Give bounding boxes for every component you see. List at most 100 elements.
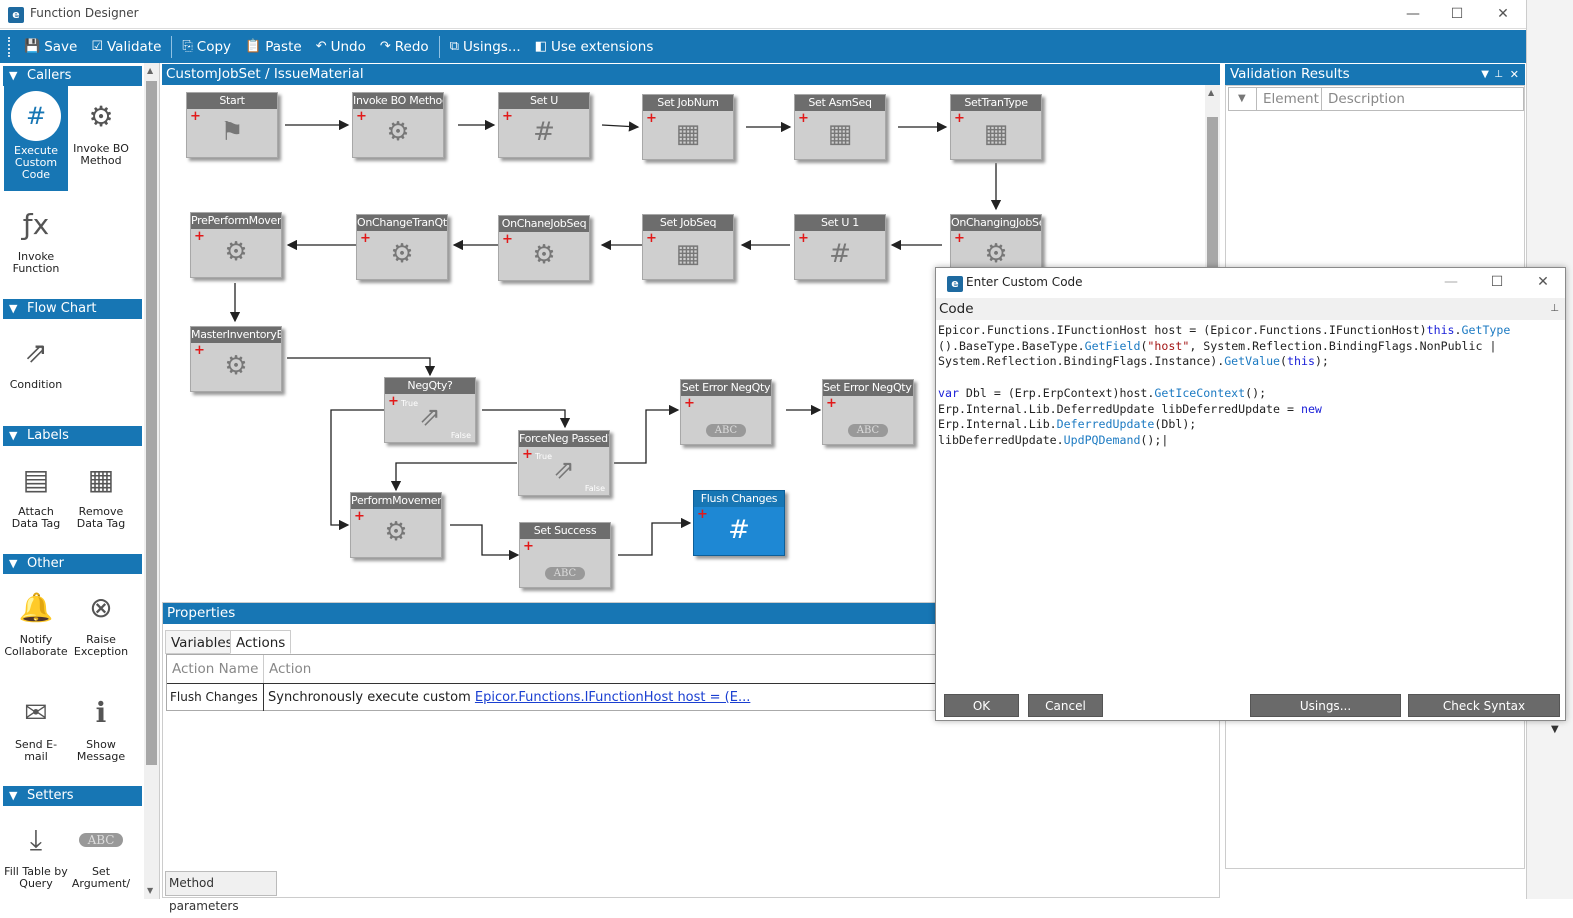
- tool-condition[interactable]: ⇗ Condition: [4, 331, 68, 391]
- validation-panel-header: Validation Results ▼ ⊥ ✕: [1225, 64, 1525, 85]
- condition-icon: ⇗: [553, 455, 575, 485]
- code-editor[interactable]: Epicor.Functions.IFunctionHost host = (E…: [938, 323, 1511, 447]
- node-set-u1[interactable]: Set U 1 + #: [794, 214, 886, 280]
- fill-table-icon: ⤓: [29, 823, 43, 856]
- cancel-button[interactable]: Cancel: [1028, 694, 1103, 717]
- check-syntax-button[interactable]: Check Syntax: [1408, 694, 1560, 717]
- save-button[interactable]: 💾Save: [24, 38, 78, 55]
- tool-show-message[interactable]: ℹ Show Message: [69, 691, 133, 763]
- info-icon: ℹ: [95, 696, 107, 729]
- app-icon: e: [947, 276, 963, 292]
- undo-button[interactable]: ↶Undo: [315, 38, 366, 55]
- bo-method-icon: ⚙: [532, 240, 556, 270]
- attach-tag-icon: ▤: [22, 463, 50, 496]
- use-extensions-button[interactable]: ◧Use extensions: [534, 38, 654, 55]
- category-setters[interactable]: ▼Setters: [3, 786, 142, 806]
- close-icon[interactable]: ✕: [1509, 68, 1519, 81]
- node-start[interactable]: Start + ⚑: [186, 92, 278, 158]
- column-action-name[interactable]: Action Name: [167, 655, 264, 683]
- usings-button[interactable]: Usings...: [1250, 694, 1401, 717]
- close-icon[interactable]: ✕: [1537, 274, 1549, 290]
- tool-fill-table-by-query[interactable]: ⤓ Fill Table by Query: [4, 818, 68, 890]
- tool-send-email[interactable]: ✉ Send E-mail: [4, 691, 68, 763]
- tab-method-parameters[interactable]: Method parameters: [165, 871, 277, 913]
- tool-remove-data-tag[interactable]: ▦ Remove Data Tag: [69, 458, 133, 530]
- close-icon[interactable]: ✕: [1497, 6, 1509, 22]
- tool-invoke-bo-method[interactable]: ⚙ Invoke BO Method: [69, 95, 133, 167]
- scroll-up-icon[interactable]: ▲: [1208, 88, 1215, 97]
- filter-chevron-icon[interactable]: ▼: [1229, 88, 1257, 110]
- dropdown-icon[interactable]: ▼: [1481, 69, 1489, 80]
- dialog-title-bar: e Enter Custom Code — ☐ ✕: [936, 268, 1565, 297]
- cell-action-name[interactable]: Flush Changes: [167, 684, 264, 711]
- redo-icon: ↷: [379, 39, 391, 54]
- maximize-icon[interactable]: ☐: [1450, 6, 1464, 22]
- copy-icon: ⎘: [182, 39, 193, 54]
- node-negqty[interactable]: NegQty? + True ⇗ False: [384, 377, 476, 443]
- node-masterinventorybi[interactable]: MasterInventoryBi + ⚙: [190, 326, 282, 392]
- bo-method-icon: ⚙: [384, 517, 408, 547]
- plus-icon: +: [684, 396, 695, 411]
- minimize-icon[interactable]: —: [1406, 6, 1420, 22]
- calendar-icon: ▦: [675, 239, 701, 269]
- bo-method-icon: ⚙: [390, 239, 414, 269]
- minimize-icon[interactable]: —: [1444, 274, 1458, 290]
- node-set-error-negqty-m[interactable]: Set Error NegQty M + ABC: [822, 379, 914, 445]
- remove-tag-icon: ▦: [87, 463, 115, 496]
- node-settrantype[interactable]: SetTranType + ▦: [950, 94, 1042, 160]
- node-preperformmovem[interactable]: PrePerformMovem + ⚙: [190, 212, 282, 278]
- node-set-jobseq[interactable]: Set JobSeq + ▦: [642, 214, 734, 280]
- node-invoke-bo-method[interactable]: Invoke BO Method + ⚙: [352, 92, 444, 158]
- validate-button[interactable]: ☑Validate: [91, 38, 162, 55]
- tool-set-argument[interactable]: ABC Set Argument/: [69, 818, 133, 890]
- node-set-u[interactable]: Set U + #: [498, 92, 590, 158]
- plus-icon: +: [523, 539, 534, 554]
- scroll-down-icon[interactable]: ▼: [147, 886, 154, 895]
- tool-execute-custom-code[interactable]: # Execute Custom Code: [4, 85, 68, 191]
- condition-icon: ⇗: [24, 336, 48, 369]
- column-element[interactable]: Element: [1257, 88, 1322, 110]
- tab-variables[interactable]: Variables: [165, 630, 239, 654]
- pin-icon[interactable]: ⊥: [1494, 69, 1503, 80]
- scroll-up-icon[interactable]: ▲: [147, 66, 154, 75]
- column-action[interactable]: Action: [269, 661, 312, 677]
- copy-button[interactable]: ⎘Copy: [182, 38, 232, 55]
- node-forceneg-passed[interactable]: ForceNeg Passed? + True ⇗ False: [518, 430, 610, 496]
- node-onchangetranqty[interactable]: OnChangeTranQty + ⚙: [356, 214, 448, 280]
- node-set-error-negqty[interactable]: Set Error NegQty + ABC: [680, 379, 772, 445]
- validation-grid-header: ▼ Element Description: [1228, 87, 1524, 111]
- envelope-icon: ✉: [24, 696, 48, 729]
- column-description[interactable]: Description: [1328, 91, 1405, 107]
- node-onchanejobseq[interactable]: OnChaneJobSeq + ⚙: [498, 215, 590, 281]
- chevron-down-icon: ▼: [9, 302, 18, 315]
- tool-attach-data-tag[interactable]: ▤ Attach Data Tag: [4, 458, 68, 530]
- tool-invoke-function[interactable]: ƒx Invoke Function: [4, 203, 68, 275]
- node-flush-changes[interactable]: Flush Changes + #: [693, 490, 785, 556]
- scrollbar-thumb[interactable]: [146, 81, 157, 765]
- redo-button[interactable]: ↷Redo: [379, 38, 429, 55]
- node-set-success[interactable]: Set Success + ABC: [519, 522, 611, 588]
- dropdown-icon[interactable]: ▼: [1551, 724, 1559, 735]
- cell-action[interactable]: Synchronously execute custom Epicor.Func…: [268, 690, 751, 705]
- node-set-jobnum[interactable]: Set JobNum + ▦: [642, 94, 734, 160]
- code-file-icon: #: [728, 515, 750, 545]
- usings-button[interactable]: ⧉Usings...: [449, 38, 521, 55]
- ok-button[interactable]: OK: [944, 694, 1019, 717]
- tab-actions[interactable]: Actions: [230, 630, 292, 654]
- tool-notify-collaborate[interactable]: 🔔 Notify Collaborate: [4, 586, 68, 658]
- maximize-icon[interactable]: ☐: [1490, 274, 1504, 290]
- breadcrumb: CustomJobSet / IssueMaterial: [162, 64, 1220, 85]
- plus-icon: +: [798, 111, 809, 126]
- node-performmovement[interactable]: PerformMovement + ⚙: [350, 492, 442, 558]
- action-code-link[interactable]: Epicor.Functions.IFunctionHost host = (E…: [474, 690, 751, 705]
- category-flow-chart[interactable]: ▼Flow Chart: [3, 299, 142, 319]
- paste-button[interactable]: 📋Paste: [245, 38, 302, 55]
- toolbox-scrollbar[interactable]: ▲ ▼: [144, 63, 159, 899]
- node-set-asmseq[interactable]: Set AsmSeq + ▦: [794, 94, 886, 160]
- pin-icon[interactable]: ⊥: [1550, 303, 1559, 314]
- title-bar: e Function Designer — ☐ ✕: [0, 0, 1526, 29]
- category-callers[interactable]: ▼Callers: [3, 66, 142, 86]
- category-labels[interactable]: ▼Labels: [3, 426, 142, 446]
- category-other[interactable]: ▼Other: [3, 554, 142, 574]
- tool-raise-exception[interactable]: ⊗ Raise Exception: [69, 586, 133, 658]
